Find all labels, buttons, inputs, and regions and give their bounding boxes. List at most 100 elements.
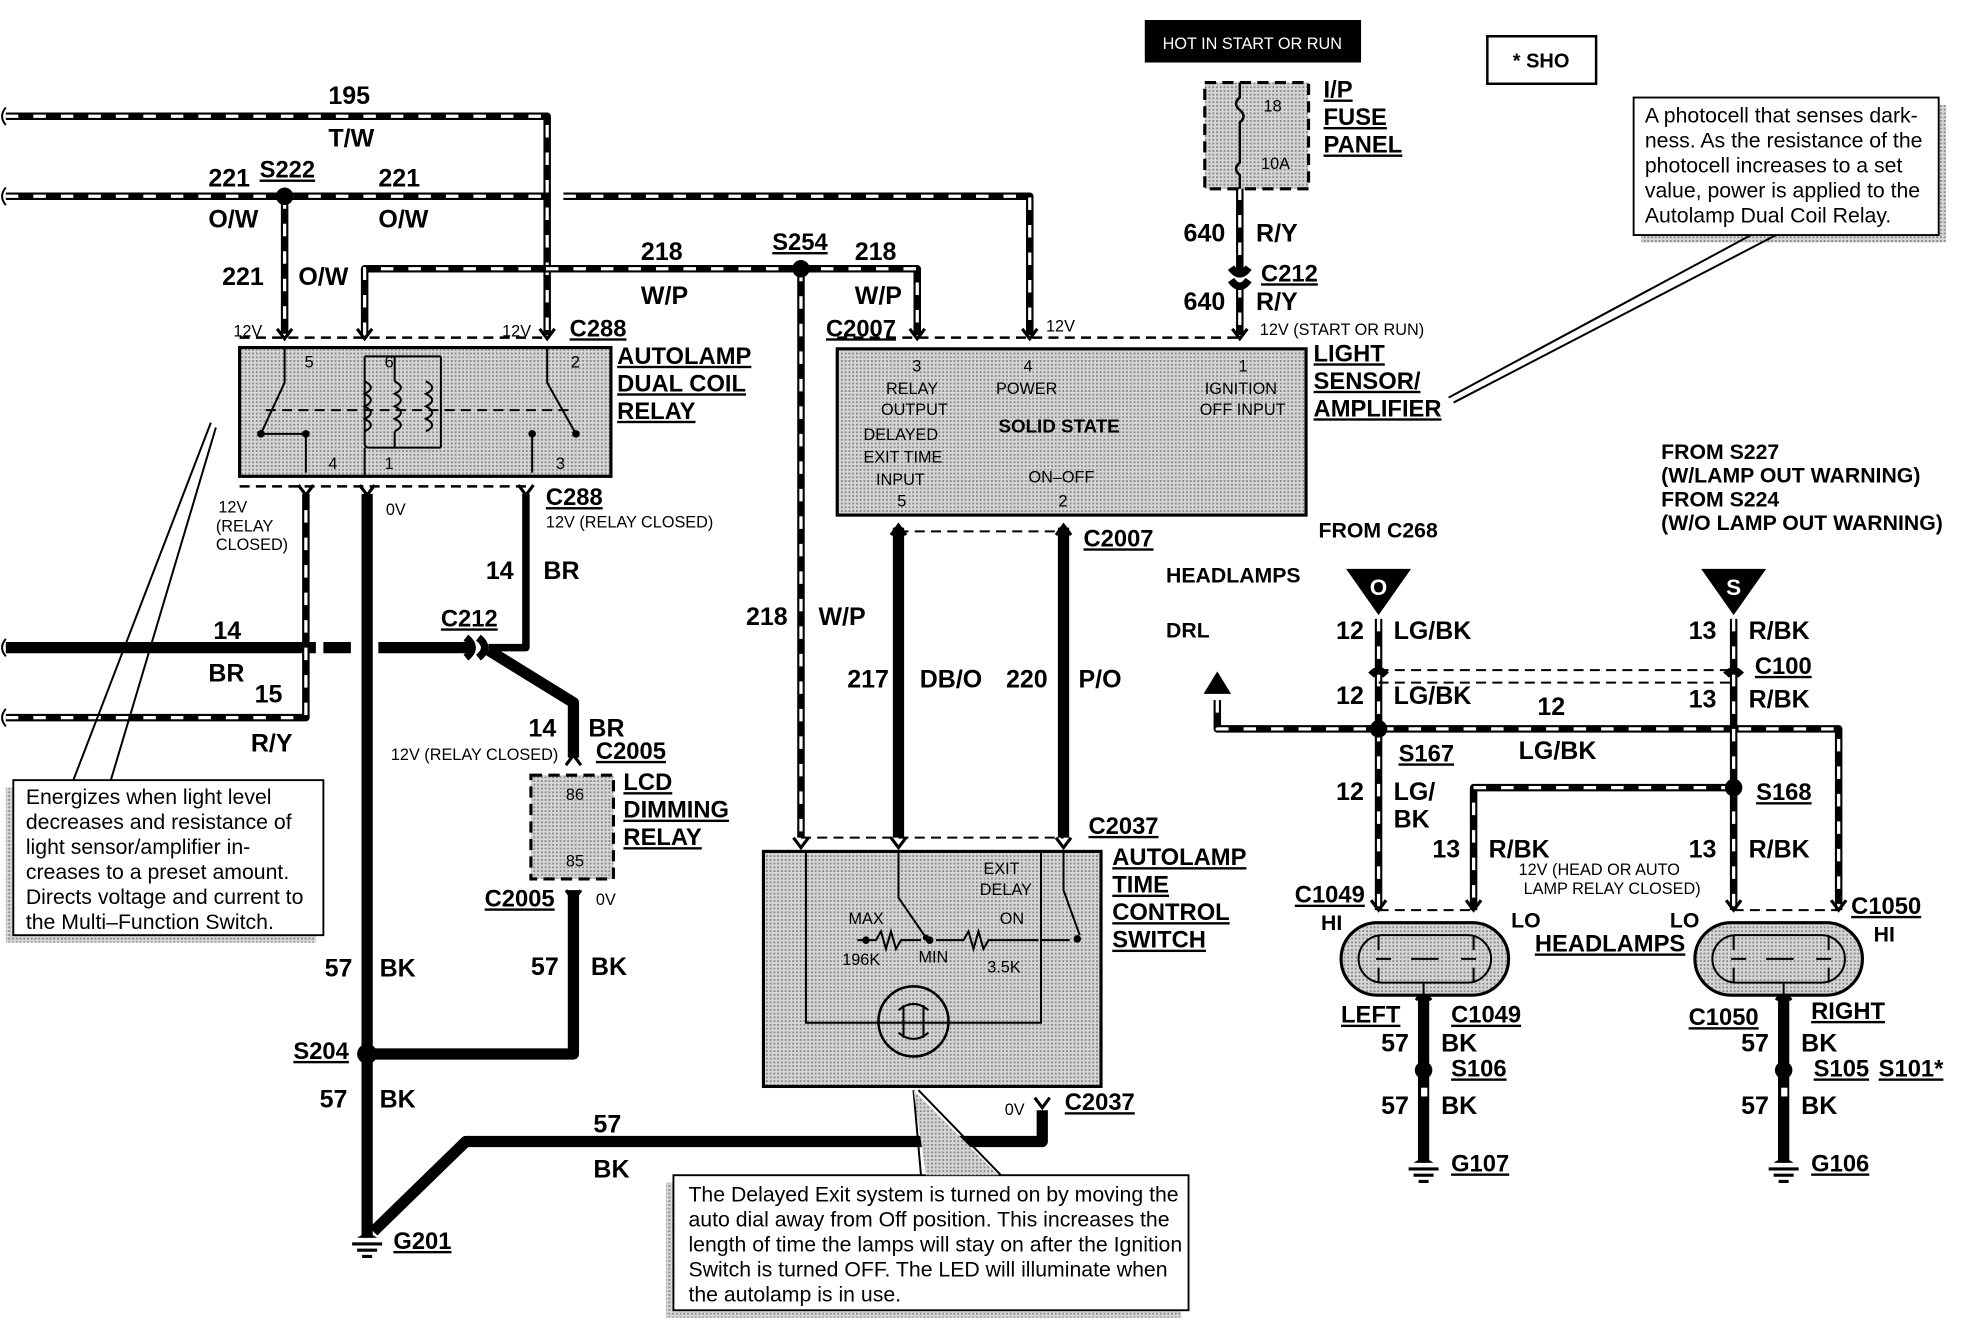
svg-text:W/P: W/P [641, 282, 688, 310]
svg-text:EXIT TIME: EXIT TIME [863, 449, 942, 467]
svg-text:Autolamp Dual Coil Relay.: Autolamp Dual Coil Relay. [1645, 204, 1891, 228]
lcd-dimming-relay: 86 85 LCD DIMMING RELAY 12V (RELAY CLOSE… [391, 746, 729, 881]
wire-195-tw [1, 106, 551, 336]
svg-text:0V: 0V [596, 891, 616, 909]
ground-g106-icon [1768, 1158, 1799, 1184]
source-s-triangle: S [1701, 568, 1767, 616]
svg-text:C1050: C1050 [1689, 1004, 1759, 1031]
svg-text:12V: 12V [1046, 317, 1075, 335]
svg-text:196K: 196K [842, 951, 880, 969]
svg-text:4: 4 [328, 455, 337, 473]
svg-text:LIGHT: LIGHT [1314, 340, 1386, 367]
wire-220-po [800, 527, 1070, 839]
voltage-labels: 12V 12V 12V 12V (RELAY CLOSED) 0V 12V (R… [216, 317, 1701, 1119]
autolamp-dual-coil-relay: 5 6 2 4 1 3 AUTOLAMP DUAL COIL RELAY [238, 336, 751, 488]
svg-text:SENSOR/: SENSOR/ [1314, 368, 1421, 395]
svg-text:MIN: MIN [918, 949, 948, 967]
svg-text:14: 14 [486, 557, 514, 585]
svg-text:LAMP RELAY CLOSED): LAMP RELAY CLOSED) [1524, 880, 1701, 898]
svg-text:HEADLAMPS: HEADLAMPS [1535, 930, 1685, 957]
svg-text:FROM S227: FROM S227 [1661, 440, 1779, 464]
svg-text:FROM S224: FROM S224 [1661, 487, 1779, 511]
svg-text:18: 18 [1264, 97, 1282, 115]
svg-text:Directs voltage and current to: Directs voltage and current to [26, 885, 304, 909]
svg-text:FUSE: FUSE [1324, 104, 1387, 131]
svg-text:S222: S222 [260, 157, 315, 184]
svg-text:SOLID STATE: SOLID STATE [999, 416, 1120, 437]
svg-text:the autolamp is in use.: the autolamp is in use. [688, 1282, 901, 1306]
svg-text:S168: S168 [1756, 779, 1811, 806]
splice-s204-dot [357, 1043, 378, 1064]
svg-text:INPUT: INPUT [876, 471, 925, 489]
svg-text:length of time the lamps will: length of time the lamps will stay on af… [688, 1232, 1182, 1256]
svg-text:220: 220 [1006, 666, 1048, 694]
svg-text:C100: C100 [1755, 653, 1812, 680]
svg-text:12V (START OR RUN): 12V (START OR RUN) [1260, 321, 1424, 339]
svg-text:C2037: C2037 [1065, 1089, 1135, 1116]
hot-in-start-or-run-tag: HOT IN START OR RUN [1144, 20, 1362, 63]
svg-text:221: 221 [222, 263, 264, 291]
svg-text:12V (RELAY CLOSED): 12V (RELAY CLOSED) [391, 746, 558, 764]
svg-text:217: 217 [847, 666, 889, 694]
svg-text:R/BK: R/BK [1489, 836, 1550, 864]
svg-text:LG/BK: LG/BK [1519, 737, 1597, 765]
svg-text:light sensor/amplifier in-: light sensor/amplifier in- [26, 835, 250, 859]
svg-text:R/BK: R/BK [1749, 617, 1810, 645]
svg-text:HOT IN START OR RUN: HOT IN START OR RUN [1163, 35, 1342, 53]
drl-arrow-icon [1203, 671, 1232, 694]
svg-text:decreases and resistance of: decreases and resistance of [26, 810, 292, 834]
svg-text:The Delayed Exit system is tur: The Delayed Exit system is turned on by … [688, 1182, 1178, 1206]
svg-text:13: 13 [1432, 836, 1460, 864]
svg-text:BK: BK [380, 954, 416, 982]
svg-text:57: 57 [325, 954, 353, 982]
svg-text:14: 14 [528, 714, 556, 742]
svg-text:C212: C212 [441, 605, 498, 632]
ground-g107-icon [1408, 1158, 1439, 1184]
svg-text:LO: LO [1670, 909, 1700, 933]
svg-text:CONTROL: CONTROL [1112, 899, 1229, 926]
svg-text:S167: S167 [1399, 740, 1454, 767]
svg-text:OUTPUT: OUTPUT [881, 401, 948, 419]
svg-text:O/W: O/W [378, 206, 428, 234]
svg-text:FROM C268: FROM C268 [1319, 519, 1438, 543]
svg-text:P/O: P/O [1079, 666, 1122, 694]
svg-text:15: 15 [255, 681, 283, 709]
svg-text:12V: 12V [218, 499, 247, 517]
svg-text:R/Y: R/Y [1256, 219, 1298, 247]
svg-text:BK: BK [380, 1086, 416, 1114]
svg-text:218: 218 [746, 603, 788, 631]
svg-text:3: 3 [912, 357, 921, 375]
svg-text:BK: BK [1441, 1029, 1477, 1057]
svg-text:0V: 0V [386, 501, 406, 519]
svg-text:HI: HI [1874, 922, 1895, 946]
svg-text:R/BK: R/BK [1749, 836, 1810, 864]
ground-labels: G201 G107 G106 [393, 1150, 1869, 1255]
svg-text:AUTOLAMP: AUTOLAMP [1112, 844, 1246, 871]
svg-text:C1049: C1049 [1451, 1002, 1521, 1029]
svg-text:CLOSED): CLOSED) [216, 536, 288, 554]
svg-text:12V (HEAD OR AUTO: 12V (HEAD OR AUTO [1519, 861, 1680, 879]
svg-text:5: 5 [305, 354, 314, 372]
svg-text:BK: BK [1394, 806, 1430, 834]
svg-text:S254: S254 [772, 229, 828, 256]
svg-text:10A: 10A [1261, 155, 1290, 173]
splice-s105-dot [1774, 1061, 1793, 1079]
svg-text:AMPLIFIER: AMPLIFIER [1314, 395, 1442, 422]
svg-text:C288: C288 [570, 315, 627, 342]
svg-text:5: 5 [897, 492, 906, 510]
svg-text:12: 12 [1336, 682, 1364, 710]
svg-text:12: 12 [1336, 617, 1364, 645]
svg-text:LG/: LG/ [1394, 778, 1436, 806]
splice-s254-dot [792, 260, 810, 278]
wire-221-ow [1, 186, 548, 336]
svg-text:0V: 0V [1005, 1101, 1025, 1119]
svg-text:S204: S204 [293, 1038, 349, 1065]
svg-text:BR: BR [588, 714, 624, 742]
svg-text:RIGHT: RIGHT [1811, 998, 1885, 1025]
svg-text:LCD: LCD [623, 769, 672, 796]
svg-text:Energizes when light level: Energizes when light level [26, 785, 272, 809]
svg-text:(RELAY: (RELAY [216, 517, 274, 535]
svg-text:HI: HI [1321, 911, 1342, 935]
svg-text:R/Y: R/Y [251, 729, 293, 757]
